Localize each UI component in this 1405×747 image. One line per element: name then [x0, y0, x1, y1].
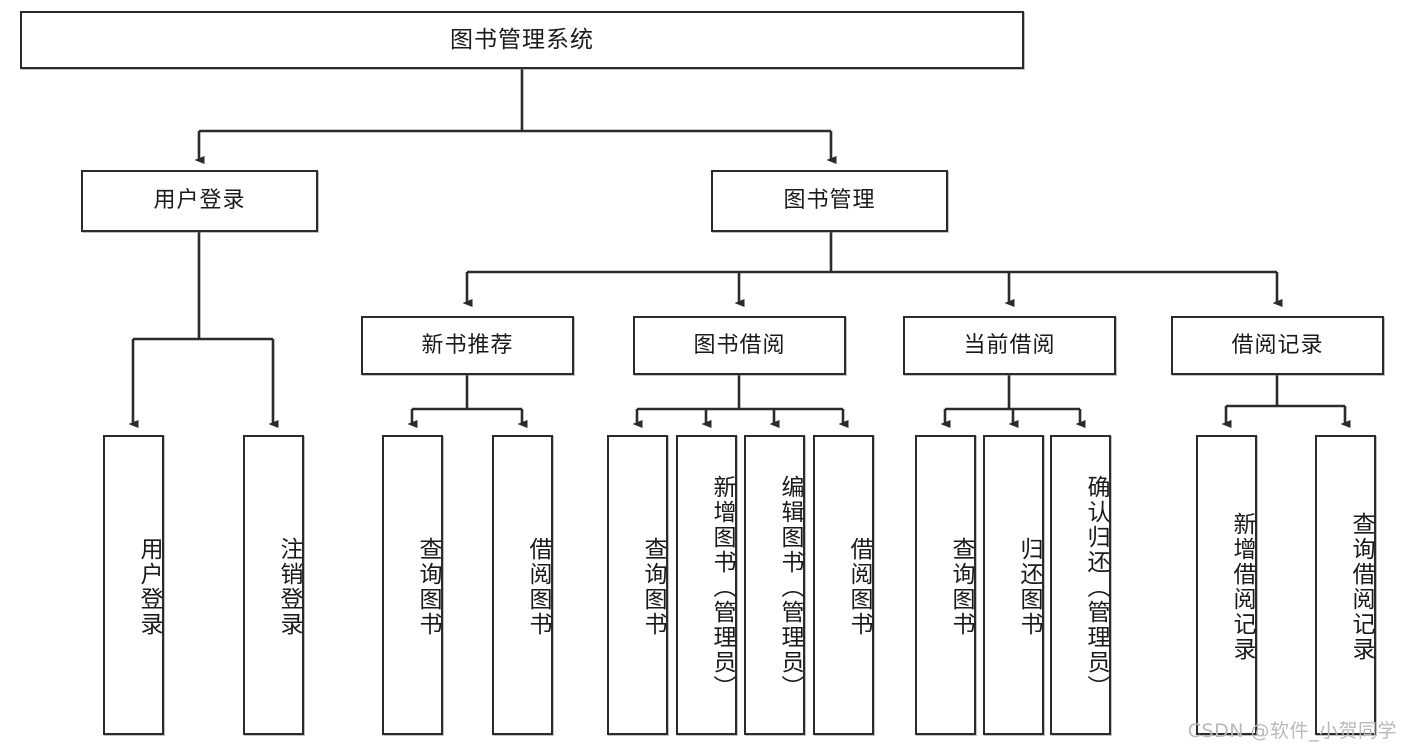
node-leaf-add-book[interactable]: 新增图书（管理员） — [676, 435, 737, 735]
node-leaf-query-record[interactable]: 查询借阅记录 — [1315, 435, 1376, 735]
node-leaf-logout-login[interactable]: 注销登录 — [243, 435, 304, 735]
node-label: 注销登录 — [276, 537, 302, 637]
node-leaf-add-record[interactable]: 新增借阅记录 — [1196, 435, 1257, 735]
node-label: 用户登录 — [153, 188, 246, 213]
csdn-watermark: CSDN @软件_小贺同学 — [1187, 720, 1397, 742]
node-leaf-query-book-3[interactable]: 查询图书 — [915, 435, 976, 735]
node-borrow-record[interactable]: 借阅记录 — [1171, 316, 1384, 375]
node-label: 编辑图书（管理员） — [777, 474, 803, 700]
node-leaf-user-login[interactable]: 用户登录 — [103, 435, 164, 735]
node-label: 查询图书 — [640, 537, 666, 637]
node-label: 新书推荐 — [421, 332, 514, 358]
node-leaf-query-book-2[interactable]: 查询图书 — [607, 435, 668, 735]
node-label: 归还图书 — [1016, 537, 1042, 637]
node-label: 当前借阅 — [963, 332, 1056, 358]
node-label: 查询图书 — [415, 537, 441, 637]
node-label: 图书管理系统 — [450, 26, 594, 53]
node-label: 确认归还（管理员） — [1083, 474, 1109, 700]
node-leaf-query-book-1[interactable]: 查询图书 — [382, 435, 443, 735]
node-leaf-confirm-return[interactable]: 确认归还（管理员） — [1050, 435, 1111, 735]
node-leaf-borrow-book-1[interactable]: 借阅图书 — [492, 435, 553, 735]
node-label: 借阅图书 — [525, 537, 551, 637]
node-book-management[interactable]: 图书管理 — [711, 170, 948, 232]
node-label: 图书借阅 — [693, 332, 786, 358]
node-label: 查询图书 — [948, 537, 974, 637]
node-label: 查询借阅记录 — [1348, 512, 1374, 662]
node-label: 新增借阅记录 — [1229, 512, 1255, 662]
node-label: 图书管理 — [783, 188, 876, 213]
node-label: 新增图书（管理员） — [709, 474, 735, 700]
node-leaf-return-book[interactable]: 归还图书 — [983, 435, 1044, 735]
node-book-borrow[interactable]: 图书借阅 — [633, 316, 846, 375]
node-leaf-borrow-book-2[interactable]: 借阅图书 — [813, 435, 874, 735]
node-label: 用户登录 — [136, 537, 162, 637]
node-leaf-edit-book[interactable]: 编辑图书（管理员） — [744, 435, 805, 735]
node-user-login[interactable]: 用户登录 — [81, 170, 318, 232]
node-label: 借阅图书 — [846, 537, 872, 637]
node-label: 借阅记录 — [1231, 332, 1324, 358]
node-current-borrow[interactable]: 当前借阅 — [903, 316, 1116, 375]
node-new-book-recommend[interactable]: 新书推荐 — [361, 316, 574, 375]
node-book-management-system[interactable]: 图书管理系统 — [20, 11, 1024, 69]
